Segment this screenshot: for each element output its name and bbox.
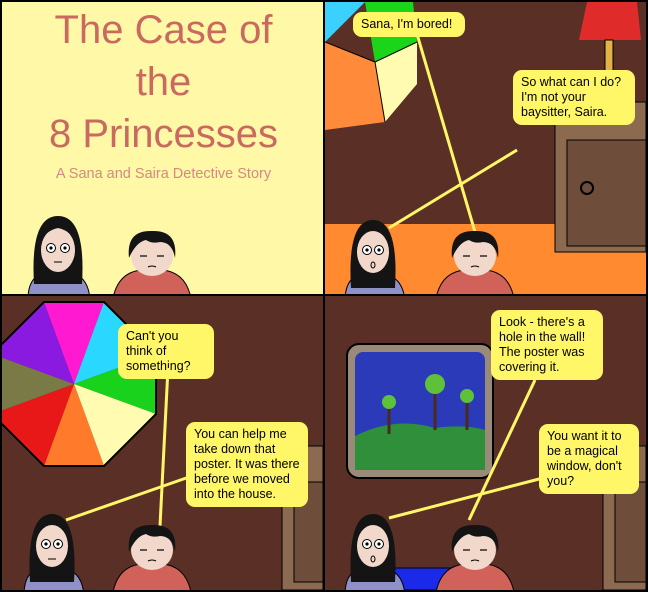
saira-speech-bubble-bored: Sana, I'm bored! [353,12,465,37]
panel-bored: Sana, I'm bored! So what can I do? I'm n… [325,2,646,294]
title-panel: The Case of the 8 Princesses A Sana and … [2,2,323,294]
comic-title-line-3: 8 Princesses [49,112,278,156]
panel-hole-in-wall: Look - there's a hole in the wall! The p… [325,296,646,590]
title-characters [27,216,191,294]
color-wheel-poster [2,301,157,467]
panel-hole-characters [344,379,544,590]
speech-tail [158,367,170,527]
sana-character [113,230,191,294]
speech-tail [415,33,477,233]
panel-poster-characters [23,367,193,590]
speech-tail [467,379,537,521]
sana-speech-bubble-magic-window: You want it to be a magical window, don'… [539,424,639,494]
comic-title-line-1: The Case of [54,8,273,52]
saira-character [27,216,90,294]
speech-tail [65,474,193,522]
speech-tail [388,148,518,230]
saira-speech-bubble-think: Can't you think of something? [118,324,214,379]
sana-speech-bubble-poster: You can help me take down that poster. I… [186,422,308,507]
comic-subtitle: A Sana and Saira Detective Story [55,166,272,182]
hole-in-wall-window [346,343,494,479]
comic-title-line-2: the [135,60,192,104]
speech-tail [388,476,544,520]
sana-speech-bubble-babysitter: So what can I do? I'm not your baysitter… [513,70,635,125]
panel-poster: Can't you think of something? You can he… [2,296,323,590]
saira-speech-bubble-hole: Look - there's a hole in the wall! The p… [491,310,603,380]
panel-bored-characters [344,33,518,294]
